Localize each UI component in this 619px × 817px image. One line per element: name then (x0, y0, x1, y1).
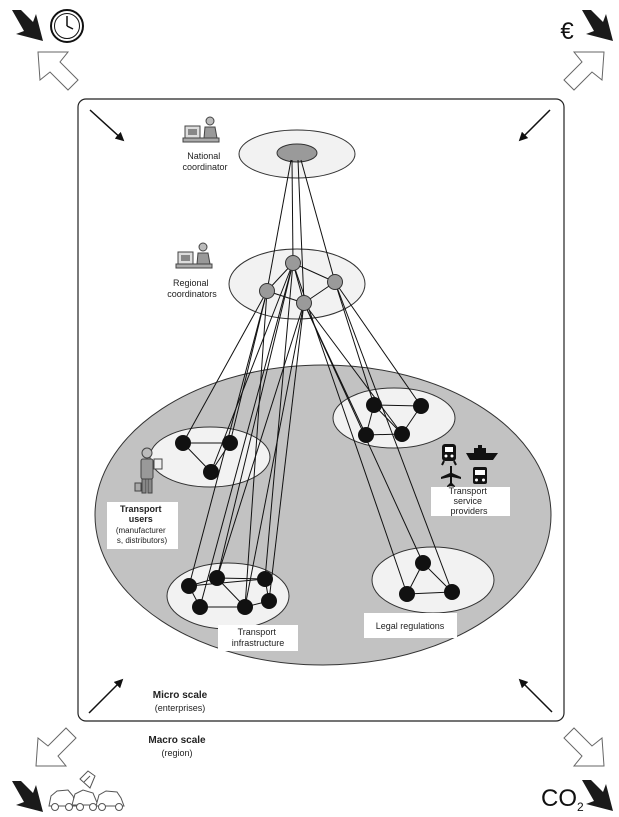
outer-hollow-arrows (35, 51, 605, 767)
traffic-accident-icon (48, 770, 125, 811)
provider-node (413, 398, 429, 414)
person-at-computer-icon (182, 116, 220, 143)
transport-service-providers-label: Transport service providers (449, 486, 490, 516)
legal-cluster-ellipse (371, 546, 495, 614)
infrastructure-node (237, 599, 253, 615)
transport-infrastructure-label-box (218, 625, 298, 651)
macro-scale-label: Macro scale (148, 735, 206, 746)
transport-providers-label-box (431, 487, 510, 516)
provider-node (358, 427, 374, 443)
legal-regulations-label: Legal regulations (376, 621, 445, 631)
legal-node (444, 584, 460, 600)
person-at-computer-icon (175, 242, 213, 269)
bus-icon (473, 467, 487, 484)
users-node (175, 435, 191, 451)
clock-icon (50, 9, 84, 43)
transport-mode-icons (441, 444, 498, 487)
transport-infrastructure-label: Transport infrastructure (232, 627, 285, 648)
national-core (276, 143, 318, 163)
dark-arrow-top-right (582, 10, 613, 41)
hollow-arrow-top-left (37, 51, 79, 91)
dark-arrow-bottom-left (12, 781, 43, 812)
inner-corner-arrows (88, 109, 553, 714)
infrastructure-node (261, 593, 277, 609)
users-node (222, 435, 238, 451)
regional-node (296, 295, 312, 311)
legal-node (399, 586, 415, 602)
arrow-in-top-right (518, 109, 551, 142)
euro-icon: € (560, 18, 574, 45)
provider-node (394, 426, 410, 442)
micro-scale-sublabel: (enterprises) (155, 703, 206, 713)
transport-users-label: Transport users (manufacturer s, distrib… (116, 504, 168, 545)
micro-scale-label: Micro scale (153, 690, 208, 701)
users-node (203, 464, 219, 480)
dark-arrow-top-left (12, 10, 43, 41)
infrastructure-node (209, 570, 225, 586)
arrow-in-top-left (89, 109, 125, 142)
regional-node (327, 274, 343, 290)
hollow-arrow-bottom-right (563, 727, 605, 767)
regional-nodes (259, 255, 343, 311)
corner-dark-arrows (12, 10, 613, 812)
legal-node (415, 555, 431, 571)
worker-with-clipboard-icon (134, 447, 163, 494)
ship-icon (466, 445, 498, 460)
arrow-out-bottom-right (518, 678, 553, 713)
arrow-out-bottom-left (88, 678, 124, 714)
provider-node (366, 397, 382, 413)
macro-scale-sublabel: (region) (161, 748, 192, 758)
regional-node (285, 255, 301, 271)
infrastructure-node (192, 599, 208, 615)
transport-users-label-box (107, 502, 178, 549)
hollow-arrow-bottom-left (35, 727, 77, 767)
train-icon (441, 444, 457, 466)
member-nodes (175, 397, 460, 615)
regional-node (259, 283, 275, 299)
infrastructure-node (181, 578, 197, 594)
hollow-arrow-top-right (563, 51, 605, 91)
co2-icon: CO2 (541, 785, 584, 814)
dark-arrow-bottom-right (582, 780, 613, 811)
national-coordinator-label: National coordinator (182, 151, 227, 172)
legal-regulations-label-box (364, 613, 457, 638)
regional-coordinators-label: Regional coordinators (167, 278, 217, 299)
airplane-icon (441, 466, 461, 487)
infrastructure-node (257, 571, 273, 587)
